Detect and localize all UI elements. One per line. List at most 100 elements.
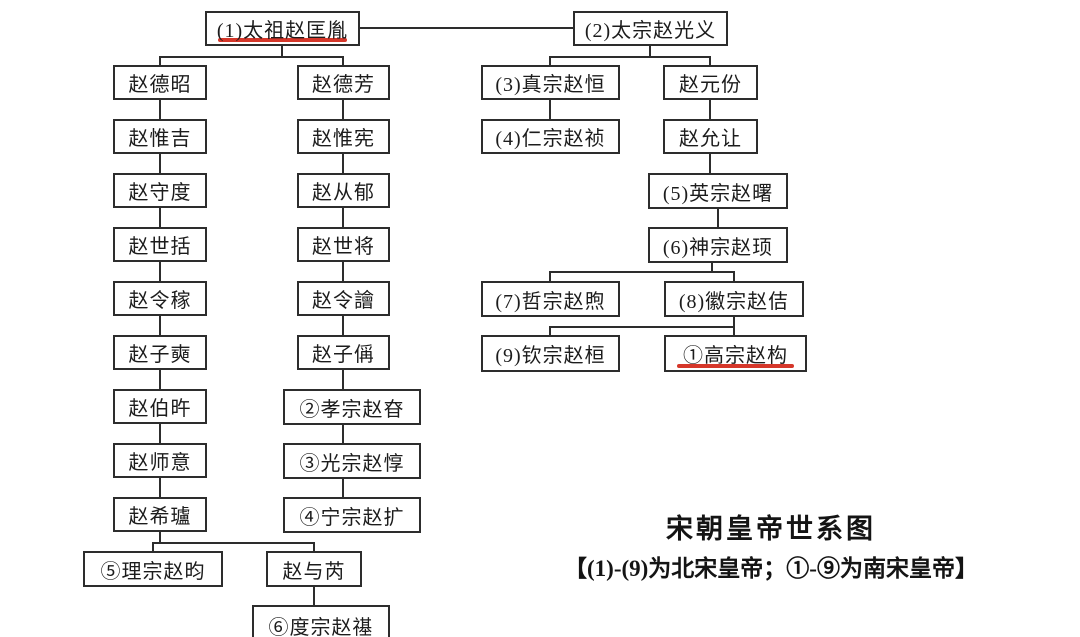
tree-node-zicheng: 赵子偁 bbox=[297, 335, 390, 370]
tree-edge bbox=[281, 46, 283, 57]
diagram-title: 宋朝皇帝世系图 bbox=[666, 514, 876, 544]
tree-node-label: ③光宗赵惇 bbox=[299, 452, 405, 475]
tree-edge bbox=[159, 262, 161, 282]
tree-node-label: (9)钦宗赵桓 bbox=[495, 345, 606, 367]
tree-node-xilu: 赵希瓐 bbox=[113, 497, 207, 532]
tree-node-label: 赵允让 bbox=[679, 128, 742, 150]
tree-node-shijiang: 赵世将 bbox=[297, 227, 390, 262]
tree-node-huizong: (8)徽宗赵佶 bbox=[664, 281, 804, 317]
tree-node-dezhao: 赵德昭 bbox=[113, 65, 207, 100]
tree-edge bbox=[342, 100, 344, 120]
tree-edge bbox=[549, 56, 551, 66]
tree-node-label: ⑤理宗赵昀 bbox=[100, 560, 206, 583]
tree-node-label: 赵子偁 bbox=[312, 344, 375, 366]
tree-node-ningzong: ④宁宗赵扩 bbox=[283, 497, 421, 533]
tree-node-label: (8)徽宗赵佶 bbox=[678, 290, 790, 313]
tree-node-zishi: 赵子奭 bbox=[113, 335, 207, 370]
tree-node-guangzong: ③光宗赵惇 bbox=[283, 443, 421, 479]
tree-node-label: 赵元份 bbox=[679, 74, 742, 96]
tree-node-label: (4)仁宗赵祯 bbox=[495, 128, 606, 150]
tree-node-yingzong: (5)英宗赵曙 bbox=[648, 173, 788, 209]
tree-node-label: 赵德芳 bbox=[312, 74, 375, 96]
tree-node-label: 赵伯旿 bbox=[128, 398, 192, 420]
tree-node-xiaozong: ②孝宗赵昚 bbox=[283, 389, 421, 425]
tree-node-yunrang: 赵允让 bbox=[663, 119, 758, 154]
tree-edge bbox=[159, 424, 161, 444]
tree-edge bbox=[159, 56, 161, 66]
tree-node-label: ②孝宗赵昚 bbox=[299, 398, 405, 421]
tree-edge bbox=[733, 326, 735, 336]
tree-node-label: (6)神宗赵顼 bbox=[662, 236, 774, 259]
tree-node-label: ④宁宗赵扩 bbox=[299, 506, 405, 529]
tree-node-shoudu: 赵守度 bbox=[113, 173, 207, 208]
tree-node-label: 赵世括 bbox=[128, 236, 192, 258]
tree-node-renzong: (4)仁宗赵祯 bbox=[481, 119, 620, 154]
tree-edge bbox=[733, 316, 735, 327]
tree-edge bbox=[711, 262, 713, 272]
tree-node-label: 赵令稼 bbox=[128, 290, 192, 312]
tree-node-duzong: ⑥度宗赵禥 bbox=[252, 605, 390, 637]
tree-node-label: 赵希瓐 bbox=[128, 506, 192, 528]
tree-edge bbox=[313, 542, 315, 552]
tree-node-taizu: (1)太祖赵匡胤 bbox=[205, 11, 360, 46]
tree-edge bbox=[549, 326, 551, 336]
tree-edge bbox=[342, 56, 344, 66]
tree-edge bbox=[649, 46, 651, 57]
tree-node-label: 赵惟吉 bbox=[128, 128, 192, 150]
tree-edge bbox=[159, 370, 161, 390]
red-underline-highlight bbox=[677, 364, 794, 368]
tree-edge bbox=[159, 316, 161, 336]
tree-node-shikuo: 赵世括 bbox=[113, 227, 207, 262]
tree-node-defang: 赵德芳 bbox=[297, 65, 390, 100]
tree-edge bbox=[159, 56, 344, 58]
tree-edge bbox=[549, 271, 735, 273]
tree-node-yuanfen: 赵元份 bbox=[663, 65, 758, 100]
tree-node-label: 赵与芮 bbox=[282, 560, 346, 583]
tree-node-congyu: 赵从郁 bbox=[297, 173, 390, 208]
tree-node-label: 赵子奭 bbox=[128, 344, 192, 366]
tree-edge bbox=[342, 154, 344, 174]
tree-node-lingjia: 赵令稼 bbox=[113, 281, 207, 316]
tree-node-lizong: ⑤理宗赵昀 bbox=[83, 551, 223, 587]
tree-edge bbox=[709, 100, 711, 120]
tree-edge bbox=[549, 326, 735, 328]
tree-node-label: (1)太祖赵匡胤 bbox=[216, 20, 349, 42]
tree-node-qinzong: (9)钦宗赵桓 bbox=[481, 335, 620, 372]
tree-node-weixian: 赵惟宪 bbox=[297, 119, 390, 154]
tree-edge bbox=[342, 424, 344, 444]
tree-node-label: 赵世将 bbox=[312, 236, 375, 258]
tree-node-label: (5)英宗赵曙 bbox=[662, 182, 774, 205]
tree-node-bowu: 赵伯旿 bbox=[113, 389, 207, 424]
tree-node-label: 赵惟宪 bbox=[312, 128, 375, 150]
red-underline-highlight bbox=[218, 38, 347, 42]
tree-edge bbox=[159, 208, 161, 228]
tree-node-label: 赵从郁 bbox=[312, 182, 375, 204]
tree-node-label: (2)太宗赵光义 bbox=[584, 20, 717, 42]
tree-edge bbox=[342, 208, 344, 228]
tree-edge bbox=[342, 370, 344, 390]
tree-node-yurui: 赵与芮 bbox=[266, 551, 362, 587]
tree-node-label: ①高宗赵构 bbox=[683, 345, 788, 367]
tree-edge bbox=[159, 532, 161, 543]
tree-node-label: 赵德昭 bbox=[128, 74, 192, 96]
tree-edge bbox=[313, 586, 315, 606]
tree-edge bbox=[733, 271, 735, 282]
tree-node-label: 赵守度 bbox=[128, 182, 192, 204]
tree-node-label: 赵令譮 bbox=[312, 290, 375, 312]
tree-edge bbox=[342, 262, 344, 282]
tree-node-shiyi: 赵师意 bbox=[113, 443, 207, 478]
tree-edge bbox=[159, 100, 161, 120]
tree-edge bbox=[717, 208, 719, 228]
tree-edge bbox=[360, 27, 573, 29]
diagram-legend: 【(1)-(9)为北宋皇帝；①-⑨为南宋皇帝】 bbox=[564, 556, 978, 581]
tree-node-label: 赵师意 bbox=[128, 452, 192, 474]
tree-node-linghui: 赵令譮 bbox=[297, 281, 390, 316]
tree-edge bbox=[152, 542, 154, 552]
tree-edge bbox=[342, 316, 344, 336]
tree-node-zhezong: (7)哲宗赵煦 bbox=[481, 281, 620, 317]
tree-edge bbox=[549, 56, 711, 58]
tree-edge bbox=[549, 271, 551, 282]
tree-edge bbox=[549, 100, 551, 120]
tree-edge bbox=[159, 478, 161, 498]
